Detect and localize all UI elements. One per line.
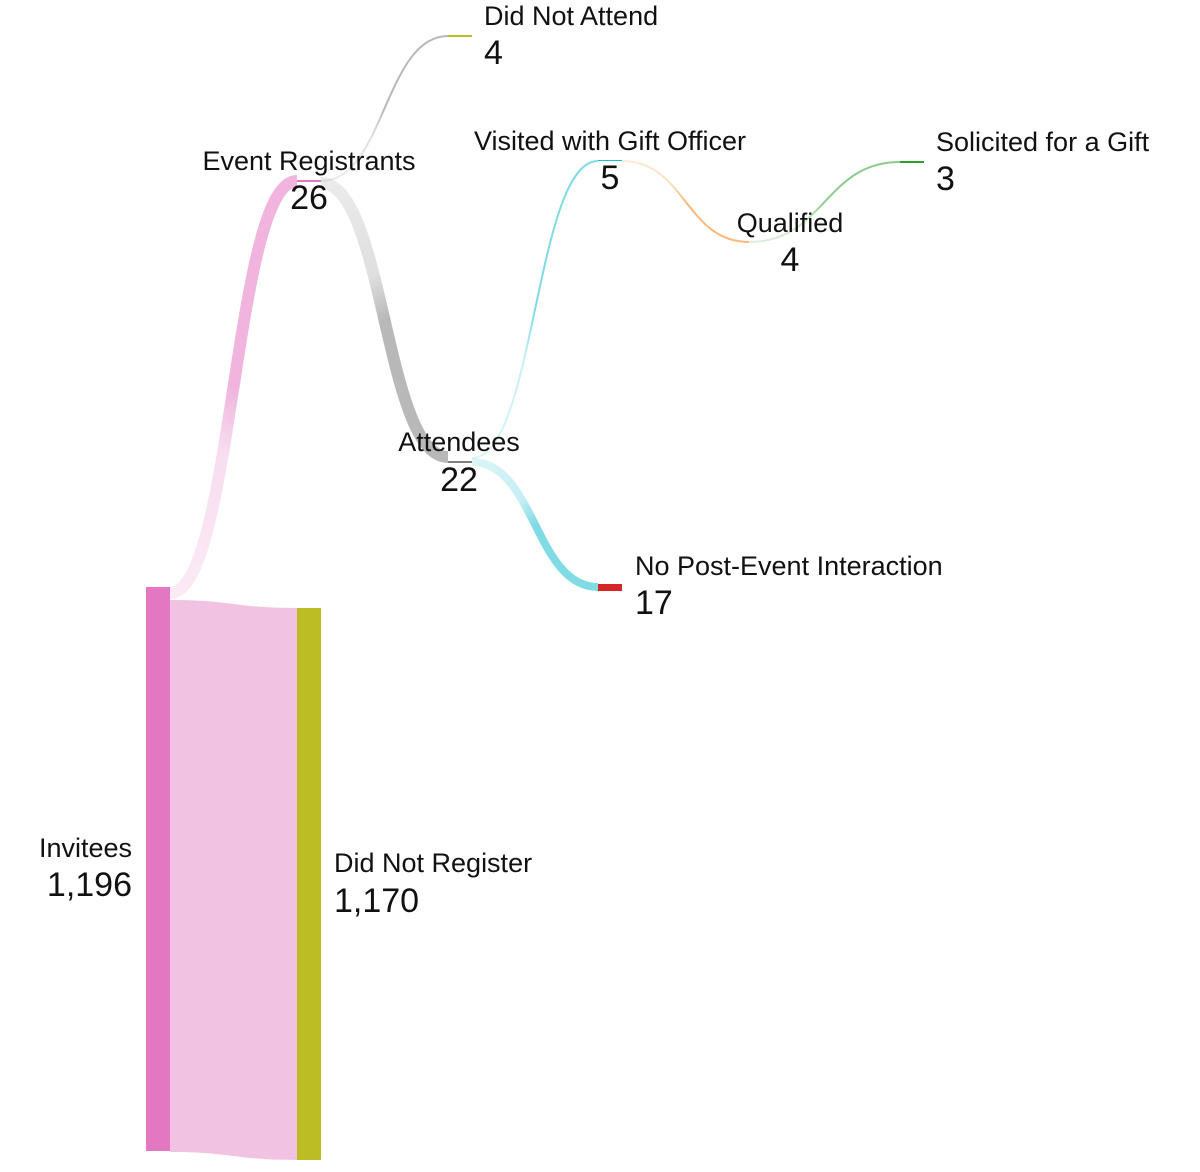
node-label-did-not-register: Did Not Register (334, 848, 532, 878)
link-event_registrants-to-attendees (319, 177, 450, 463)
link-invitees-to-did_not_register (170, 600, 297, 1160)
link-visited_with_gift_officer-to-qualified (621, 160, 750, 243)
node-bar-visited-with-gift-officer (598, 160, 622, 161)
node-label-qualified: Qualified (737, 208, 844, 238)
link-qualified-to-solicited_for_a_gift (748, 161, 901, 243)
node-label-event-registrants: Event Registrants (202, 146, 415, 176)
node-bar-invitees (146, 587, 170, 1151)
node-value-event-registrants: 26 (290, 179, 328, 217)
node-bar-did-not-register (297, 608, 321, 1160)
link-attendees-to-no_post_event_interaction (471, 458, 599, 591)
node-value-did-not-attend: 4 (484, 34, 503, 72)
link-attendees-to-visited_with_gift_officer (471, 160, 599, 459)
labels-layer: Invitees 1,196 Did Not Register 1,170 Ev… (39, 1, 1150, 920)
node-value-did-not-register: 1,170 (334, 882, 419, 920)
node-value-visited-with-gift-officer: 5 (601, 159, 620, 197)
node-bar-no-post-event-interaction (598, 584, 622, 591)
link-event_registrants-to-did_not_attend (320, 35, 449, 182)
node-bar-attendees (448, 461, 472, 463)
node-value-attendees: 22 (440, 461, 478, 499)
links-layer (168, 35, 901, 1160)
node-label-invitees: Invitees (39, 833, 132, 863)
node-label-solicited-for-a-gift: Solicited for a Gift (936, 127, 1150, 157)
node-label-visited-with-gift-officer: Visited with Gift Officer (474, 126, 746, 156)
node-bar-event-registrants (297, 180, 321, 182)
link-invitees-to-event_registrants (168, 175, 299, 599)
node-value-qualified: 4 (781, 241, 800, 279)
nodes-layer (146, 35, 924, 1160)
node-label-no-post-event-interaction: No Post-Event Interaction (635, 551, 943, 581)
node-label-attendees: Attendees (398, 427, 520, 457)
node-value-no-post-event-interaction: 17 (635, 584, 673, 622)
node-bar-did-not-attend (448, 35, 472, 37)
node-value-solicited-for-a-gift: 3 (936, 160, 955, 198)
node-bar-solicited-for-a-gift (900, 161, 924, 163)
node-label-did-not-attend: Did Not Attend (484, 1, 658, 31)
node-value-invitees: 1,196 (47, 866, 132, 904)
